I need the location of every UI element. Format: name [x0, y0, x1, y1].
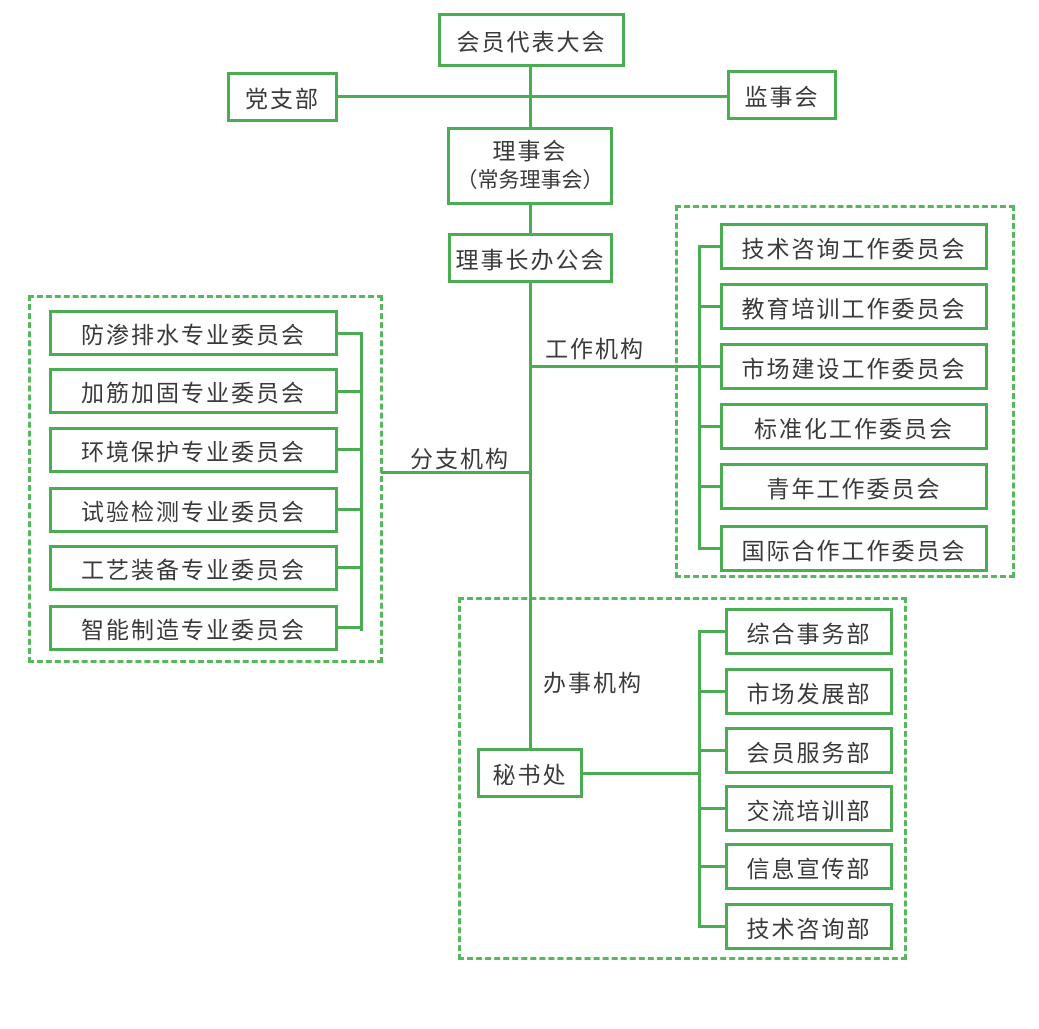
branch-stub	[336, 626, 363, 629]
branch-group-frame	[28, 295, 383, 663]
node-supervisory-board: 监事会	[727, 70, 837, 120]
node-secretariat: 秘书处	[477, 748, 583, 798]
council-subtitle: （常务理事会）	[456, 169, 604, 193]
node-department: 信息宣传部	[725, 843, 893, 890]
admin-group-frame	[458, 597, 907, 960]
node-working-committee: 标准化工作委员会	[720, 403, 988, 450]
working-stub	[698, 305, 723, 308]
departments-bus	[698, 630, 701, 928]
working-group-frame	[675, 205, 1015, 578]
node-branch-committee: 工艺装备专业委员会	[49, 545, 338, 591]
node-department: 会员服务部	[725, 727, 893, 774]
connector-top-cross	[338, 95, 727, 98]
node-department: 综合事务部	[725, 608, 893, 655]
connector-working-right	[532, 365, 720, 368]
node-department: 交流培训部	[725, 785, 893, 832]
working-stub	[698, 547, 723, 550]
branch-group-label: 分支机构	[410, 446, 510, 472]
working-group-label: 工作机构	[545, 336, 645, 362]
working-bus	[698, 245, 701, 550]
department-stub	[698, 925, 728, 928]
node-branch-committee: 加筋加固专业委员会	[49, 368, 338, 414]
node-working-committee: 青年工作委员会	[720, 463, 988, 510]
node-branch-committee: 智能制造专业委员会	[49, 605, 338, 651]
branch-stub	[336, 566, 363, 569]
node-branch-committee: 防渗排水专业委员会	[49, 310, 338, 356]
node-council: 理事会 （常务理事会）	[447, 127, 613, 205]
department-stub	[698, 807, 728, 810]
connector-trunk	[529, 281, 532, 750]
node-department: 市场发展部	[725, 668, 893, 715]
node-party-branch: 党支部	[227, 72, 338, 122]
node-branch-committee: 试验检测专业委员会	[49, 487, 338, 533]
connector-root-council	[529, 65, 532, 129]
branch-stub	[336, 448, 363, 451]
connector-secretariat	[583, 772, 701, 775]
council-title: 理事会	[492, 138, 568, 165]
branch-stub	[336, 332, 363, 335]
node-department: 技术咨询部	[725, 903, 893, 950]
node-working-committee: 教育培训工作委员会	[720, 283, 988, 330]
node-member-congress: 会员代表大会	[438, 13, 625, 67]
node-working-committee: 市场建设工作委员会	[720, 343, 988, 390]
working-stub	[698, 365, 723, 368]
department-stub	[698, 690, 728, 693]
department-stub	[698, 630, 728, 633]
working-stub	[698, 485, 723, 488]
connector-council-chairman	[529, 203, 532, 235]
department-stub	[698, 749, 728, 752]
branch-stub	[336, 508, 363, 511]
admin-group-label: 办事机构	[543, 670, 643, 696]
department-stub	[698, 865, 728, 868]
branch-stub	[336, 390, 363, 393]
node-working-committee: 国际合作工作委员会	[720, 525, 988, 572]
connector-branch-left	[381, 471, 532, 474]
node-branch-committee: 环境保护专业委员会	[49, 427, 338, 473]
node-working-committee: 技术咨询工作委员会	[720, 223, 988, 270]
branch-bus	[360, 332, 363, 631]
working-stub	[698, 245, 723, 248]
node-chairman-office: 理事长办公会	[448, 233, 613, 283]
working-stub	[698, 425, 723, 428]
